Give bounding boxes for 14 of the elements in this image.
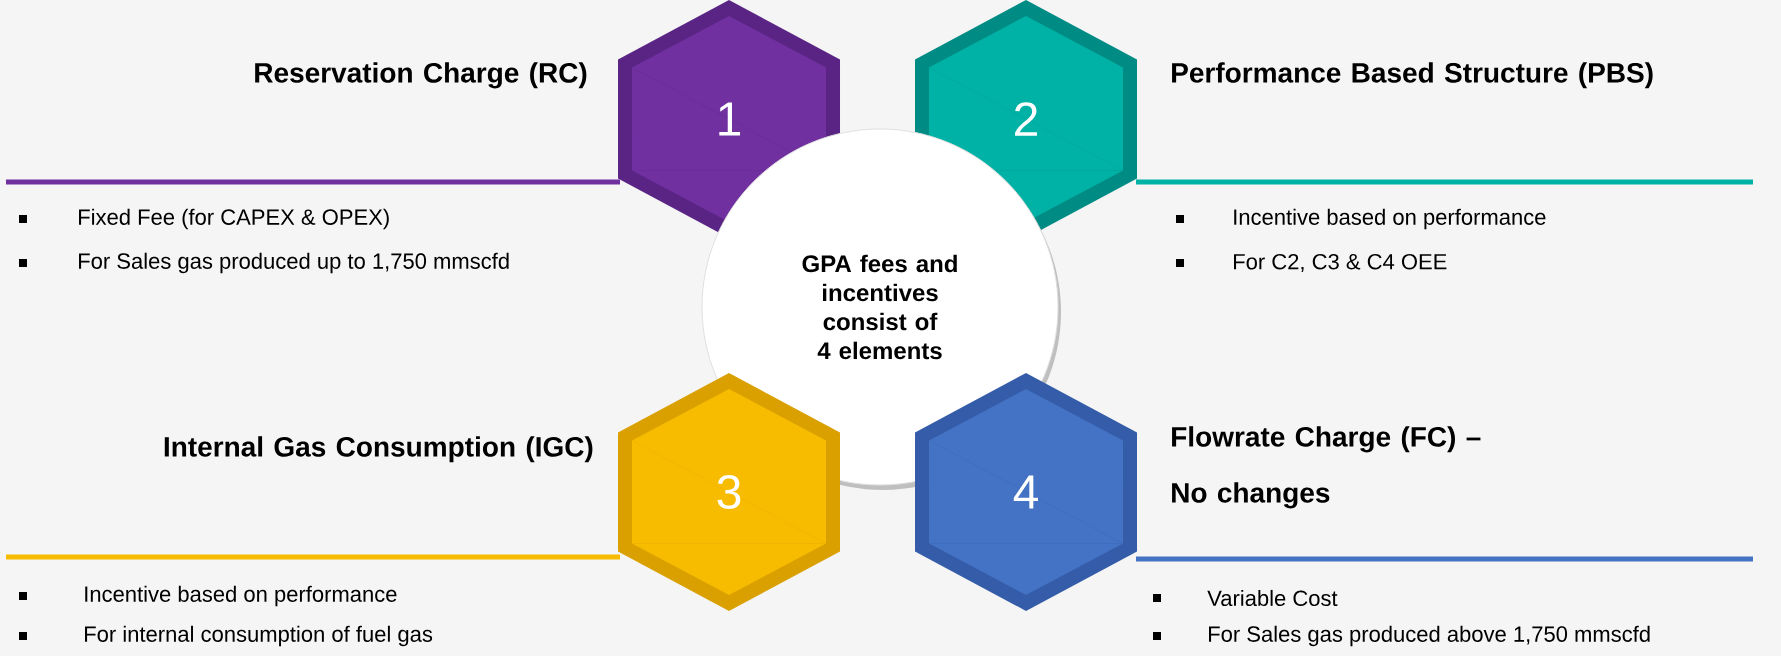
heading: Performance Based Structure (PBS) <box>1172 62 1653 89</box>
heading: Internal Gas Consumption (IGC) <box>164 436 593 463</box>
hexagon: 4 <box>915 373 1137 611</box>
hexagon: 3 <box>618 373 840 611</box>
bullet-item: For C2, C3 & C4 OEE <box>1176 253 1447 273</box>
bullet-item: For internal consumption of fuel gas <box>19 625 433 647</box>
heading: Reservation Charge (RC) <box>255 62 587 89</box>
bullet-item: Incentive based on performance <box>19 585 397 607</box>
bullet-item: For Sales gas produced above 1,750 mmscfd <box>1153 625 1650 647</box>
bullet-item: Variable Cost <box>1153 589 1338 607</box>
bullet-item: Incentive based on performance <box>1176 208 1546 230</box>
bullet-item: Fixed Fee (for CAPEX & OPEX) <box>19 208 389 230</box>
heading: Flowrate Charge (FC) – No changes <box>1172 426 1481 509</box>
bullet-item: For Sales gas produced up to 1,750 mmscfd <box>19 252 509 274</box>
